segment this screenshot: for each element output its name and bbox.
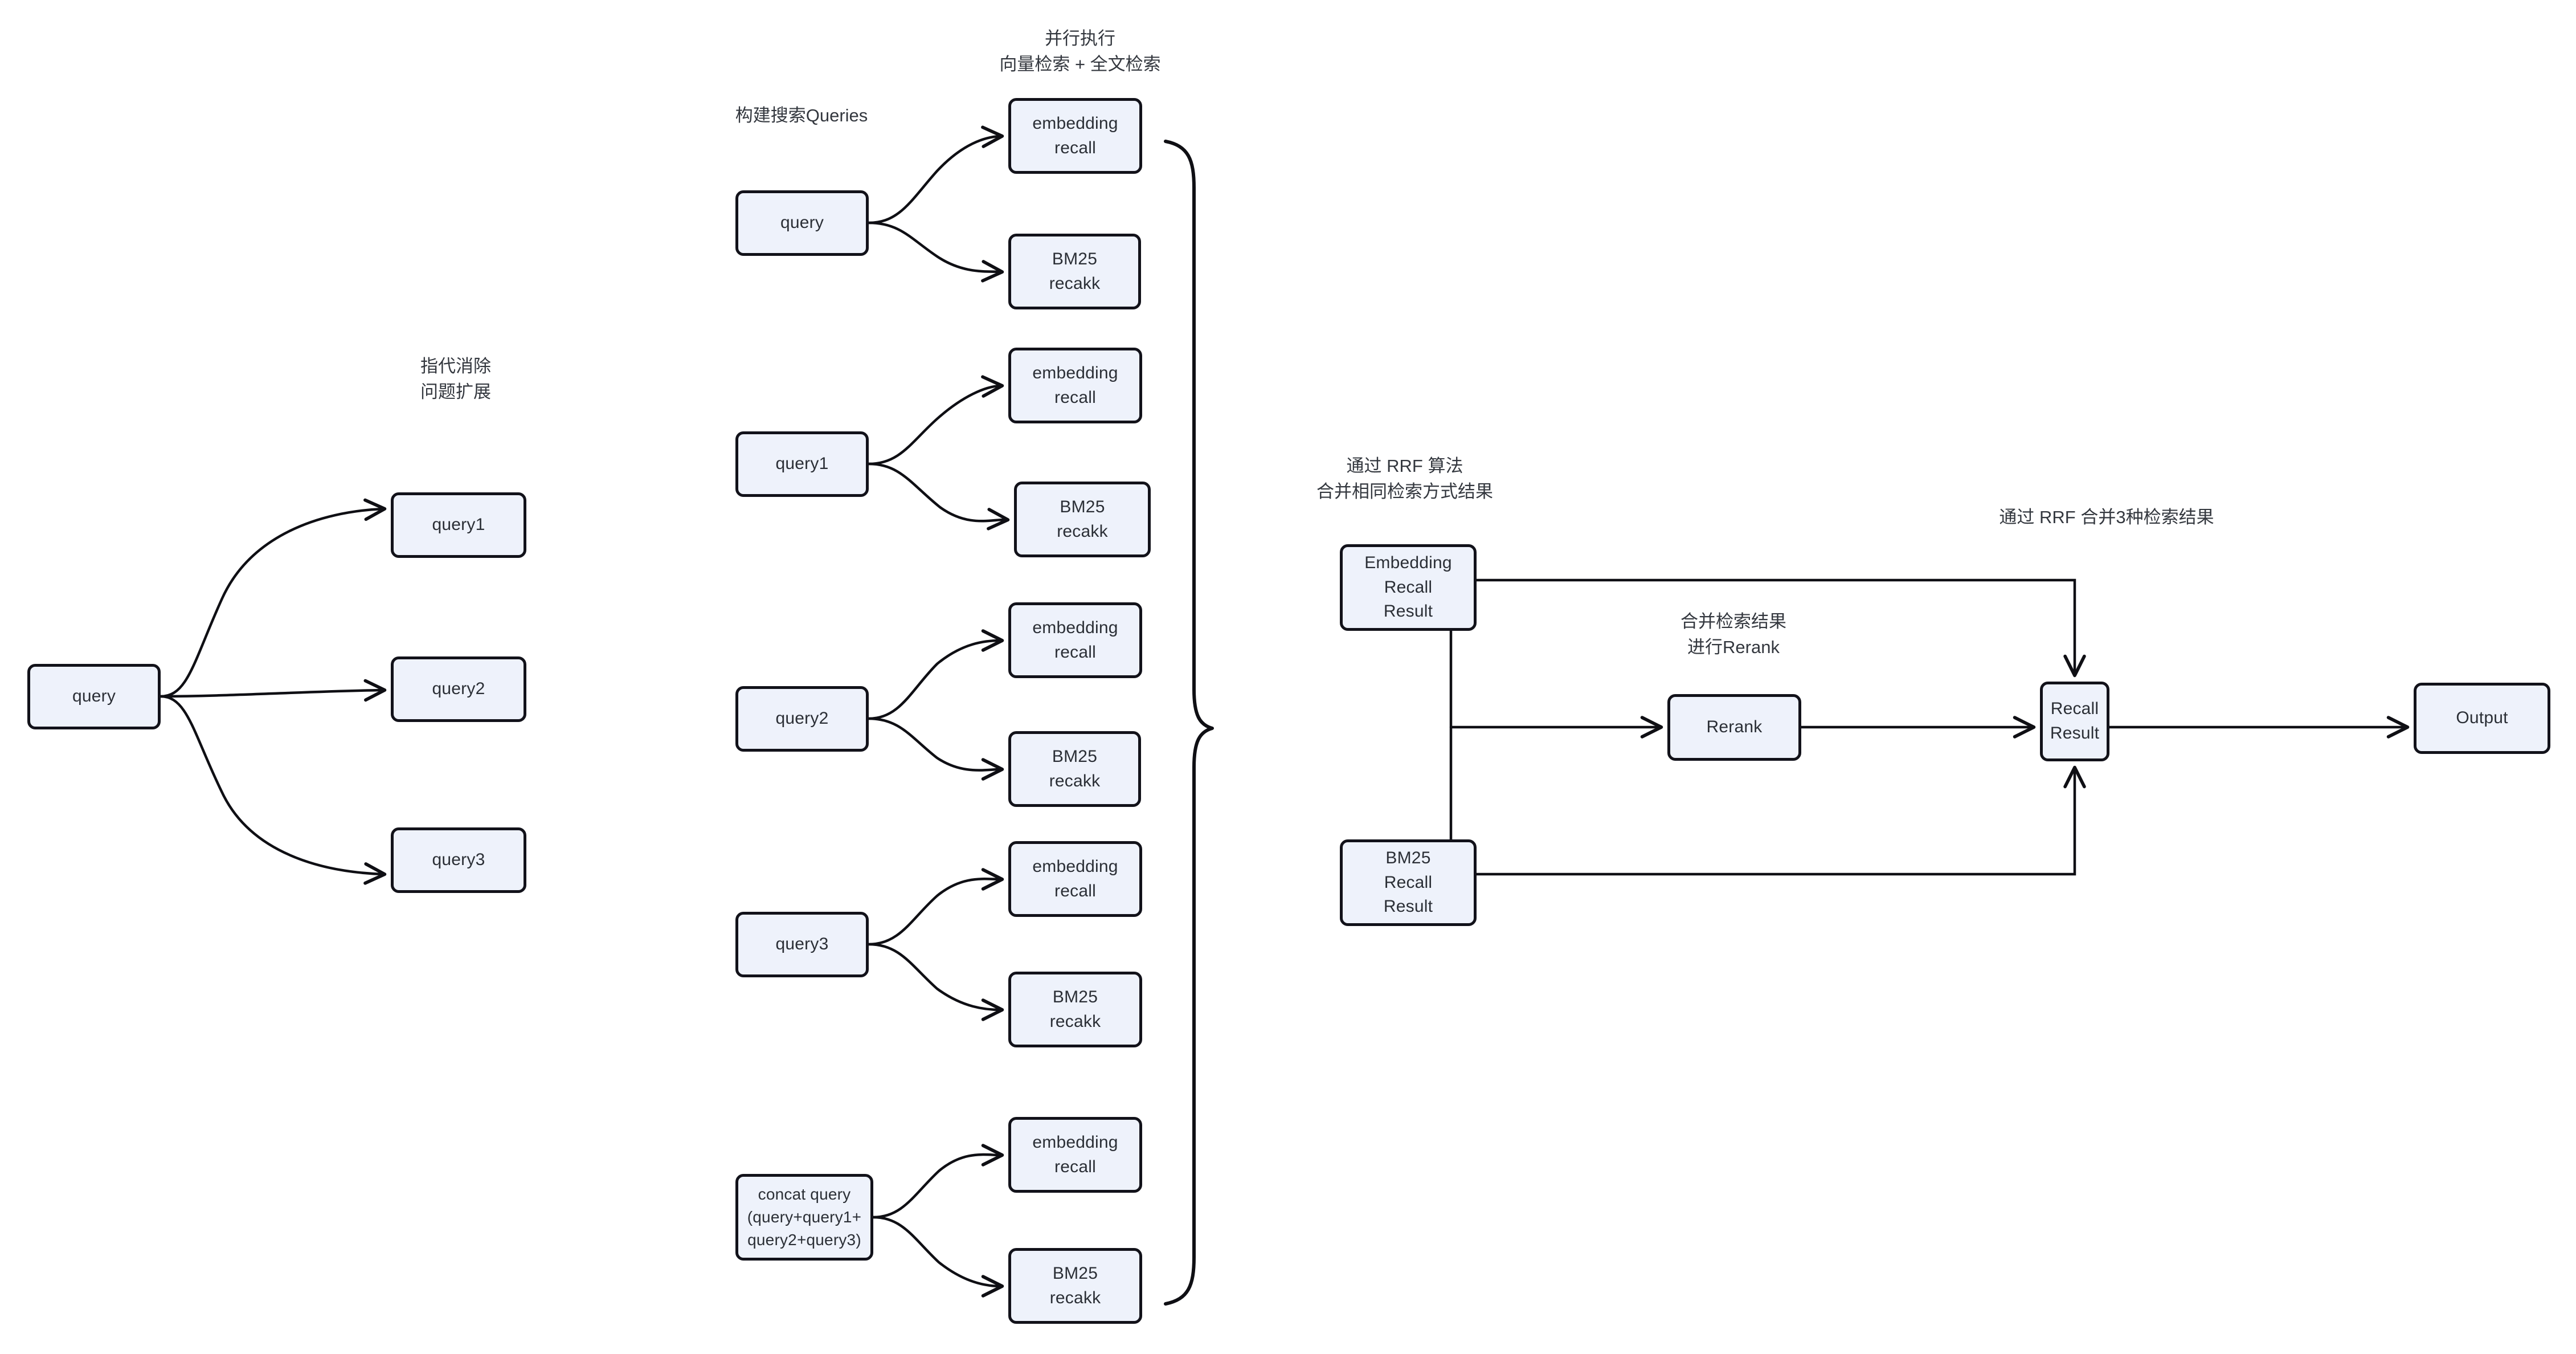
node-query2-mid[interactable]: query2 bbox=[735, 686, 869, 752]
node-embedding-recall-3[interactable]: embedding recall bbox=[1008, 602, 1142, 678]
edge-query3mid-to-emb4 bbox=[867, 868, 1004, 946]
note-parallel: 并行执行 向量检索 + 全文检索 bbox=[999, 28, 1161, 75]
node-output[interactable]: Output bbox=[2414, 683, 2550, 754]
node-recall-result[interactable]: Recall Result bbox=[2040, 682, 2109, 761]
node-bm25-recall-5[interactable]: BM25 recakk bbox=[1008, 1248, 1142, 1324]
edge-query-to-query2 bbox=[159, 679, 387, 702]
node-concat-query[interactable]: concat query (query+query1+ query2+query… bbox=[735, 1174, 873, 1261]
node-rerank[interactable]: Rerank bbox=[1667, 694, 1801, 761]
node-query2-left[interactable]: query2 bbox=[391, 656, 526, 722]
node-embedding-recall-2[interactable]: embedding recall bbox=[1008, 348, 1142, 423]
node-bm25-recall-3[interactable]: BM25 recakk bbox=[1008, 731, 1141, 807]
node-embedding-recall-1[interactable]: embedding recall bbox=[1008, 98, 1142, 174]
node-query-mid[interactable]: query bbox=[735, 190, 869, 256]
edge-bm25result-to-recallresult bbox=[1475, 765, 2086, 876]
edge-query2mid-to-emb3 bbox=[867, 629, 1004, 720]
node-embedding-recall-result[interactable]: Embedding Recall Result bbox=[1340, 544, 1477, 631]
node-query1-left[interactable]: query1 bbox=[391, 492, 526, 558]
parallel-brace bbox=[1164, 140, 1214, 1306]
note-build: 构建搜索Queries bbox=[735, 105, 868, 125]
edge-query1mid-to-bm252 bbox=[867, 462, 1010, 531]
note-rewrite: 指代消除 问题扩展 bbox=[420, 356, 491, 402]
edge-concat-to-bm255 bbox=[872, 1216, 1004, 1298]
note-rrf-same: 通过 RRF 算法 合并相同检索方式结果 bbox=[1316, 456, 1493, 502]
node-query3-mid[interactable]: query3 bbox=[735, 912, 869, 977]
node-bm25-recall-result[interactable]: BM25 Recall Result bbox=[1340, 839, 1477, 926]
edge-query3mid-to-bm254 bbox=[867, 943, 1004, 1021]
edge-query-to-query3 bbox=[159, 695, 387, 885]
edge-query2mid-to-bm253 bbox=[867, 717, 1004, 781]
node-query-root[interactable]: query bbox=[27, 664, 161, 729]
node-query1-mid[interactable]: query1 bbox=[735, 431, 869, 497]
edge-querymid-to-emb1 bbox=[867, 125, 1004, 225]
edge-concat-to-emb5 bbox=[872, 1144, 1004, 1219]
node-query3-left[interactable]: query3 bbox=[391, 827, 526, 893]
note-rerank: 合并检索结果 进行Rerank bbox=[1680, 611, 1786, 658]
node-bm25-recall-1[interactable]: BM25 recakk bbox=[1008, 234, 1141, 309]
node-bm25-recall-2[interactable]: BM25 recakk bbox=[1014, 482, 1151, 557]
note-rrf-three: 通过 RRF 合并3种检索结果 bbox=[1999, 507, 2214, 527]
edge-querymid-to-bm251 bbox=[867, 221, 1004, 283]
edge-query1mid-to-emb2 bbox=[867, 375, 1004, 466]
node-bm25-recall-4[interactable]: BM25 recakk bbox=[1008, 972, 1142, 1047]
node-embedding-recall-5[interactable]: embedding recall bbox=[1008, 1117, 1142, 1193]
edge-query-to-query1 bbox=[159, 498, 387, 698]
node-embedding-recall-4[interactable]: embedding recall bbox=[1008, 841, 1142, 917]
